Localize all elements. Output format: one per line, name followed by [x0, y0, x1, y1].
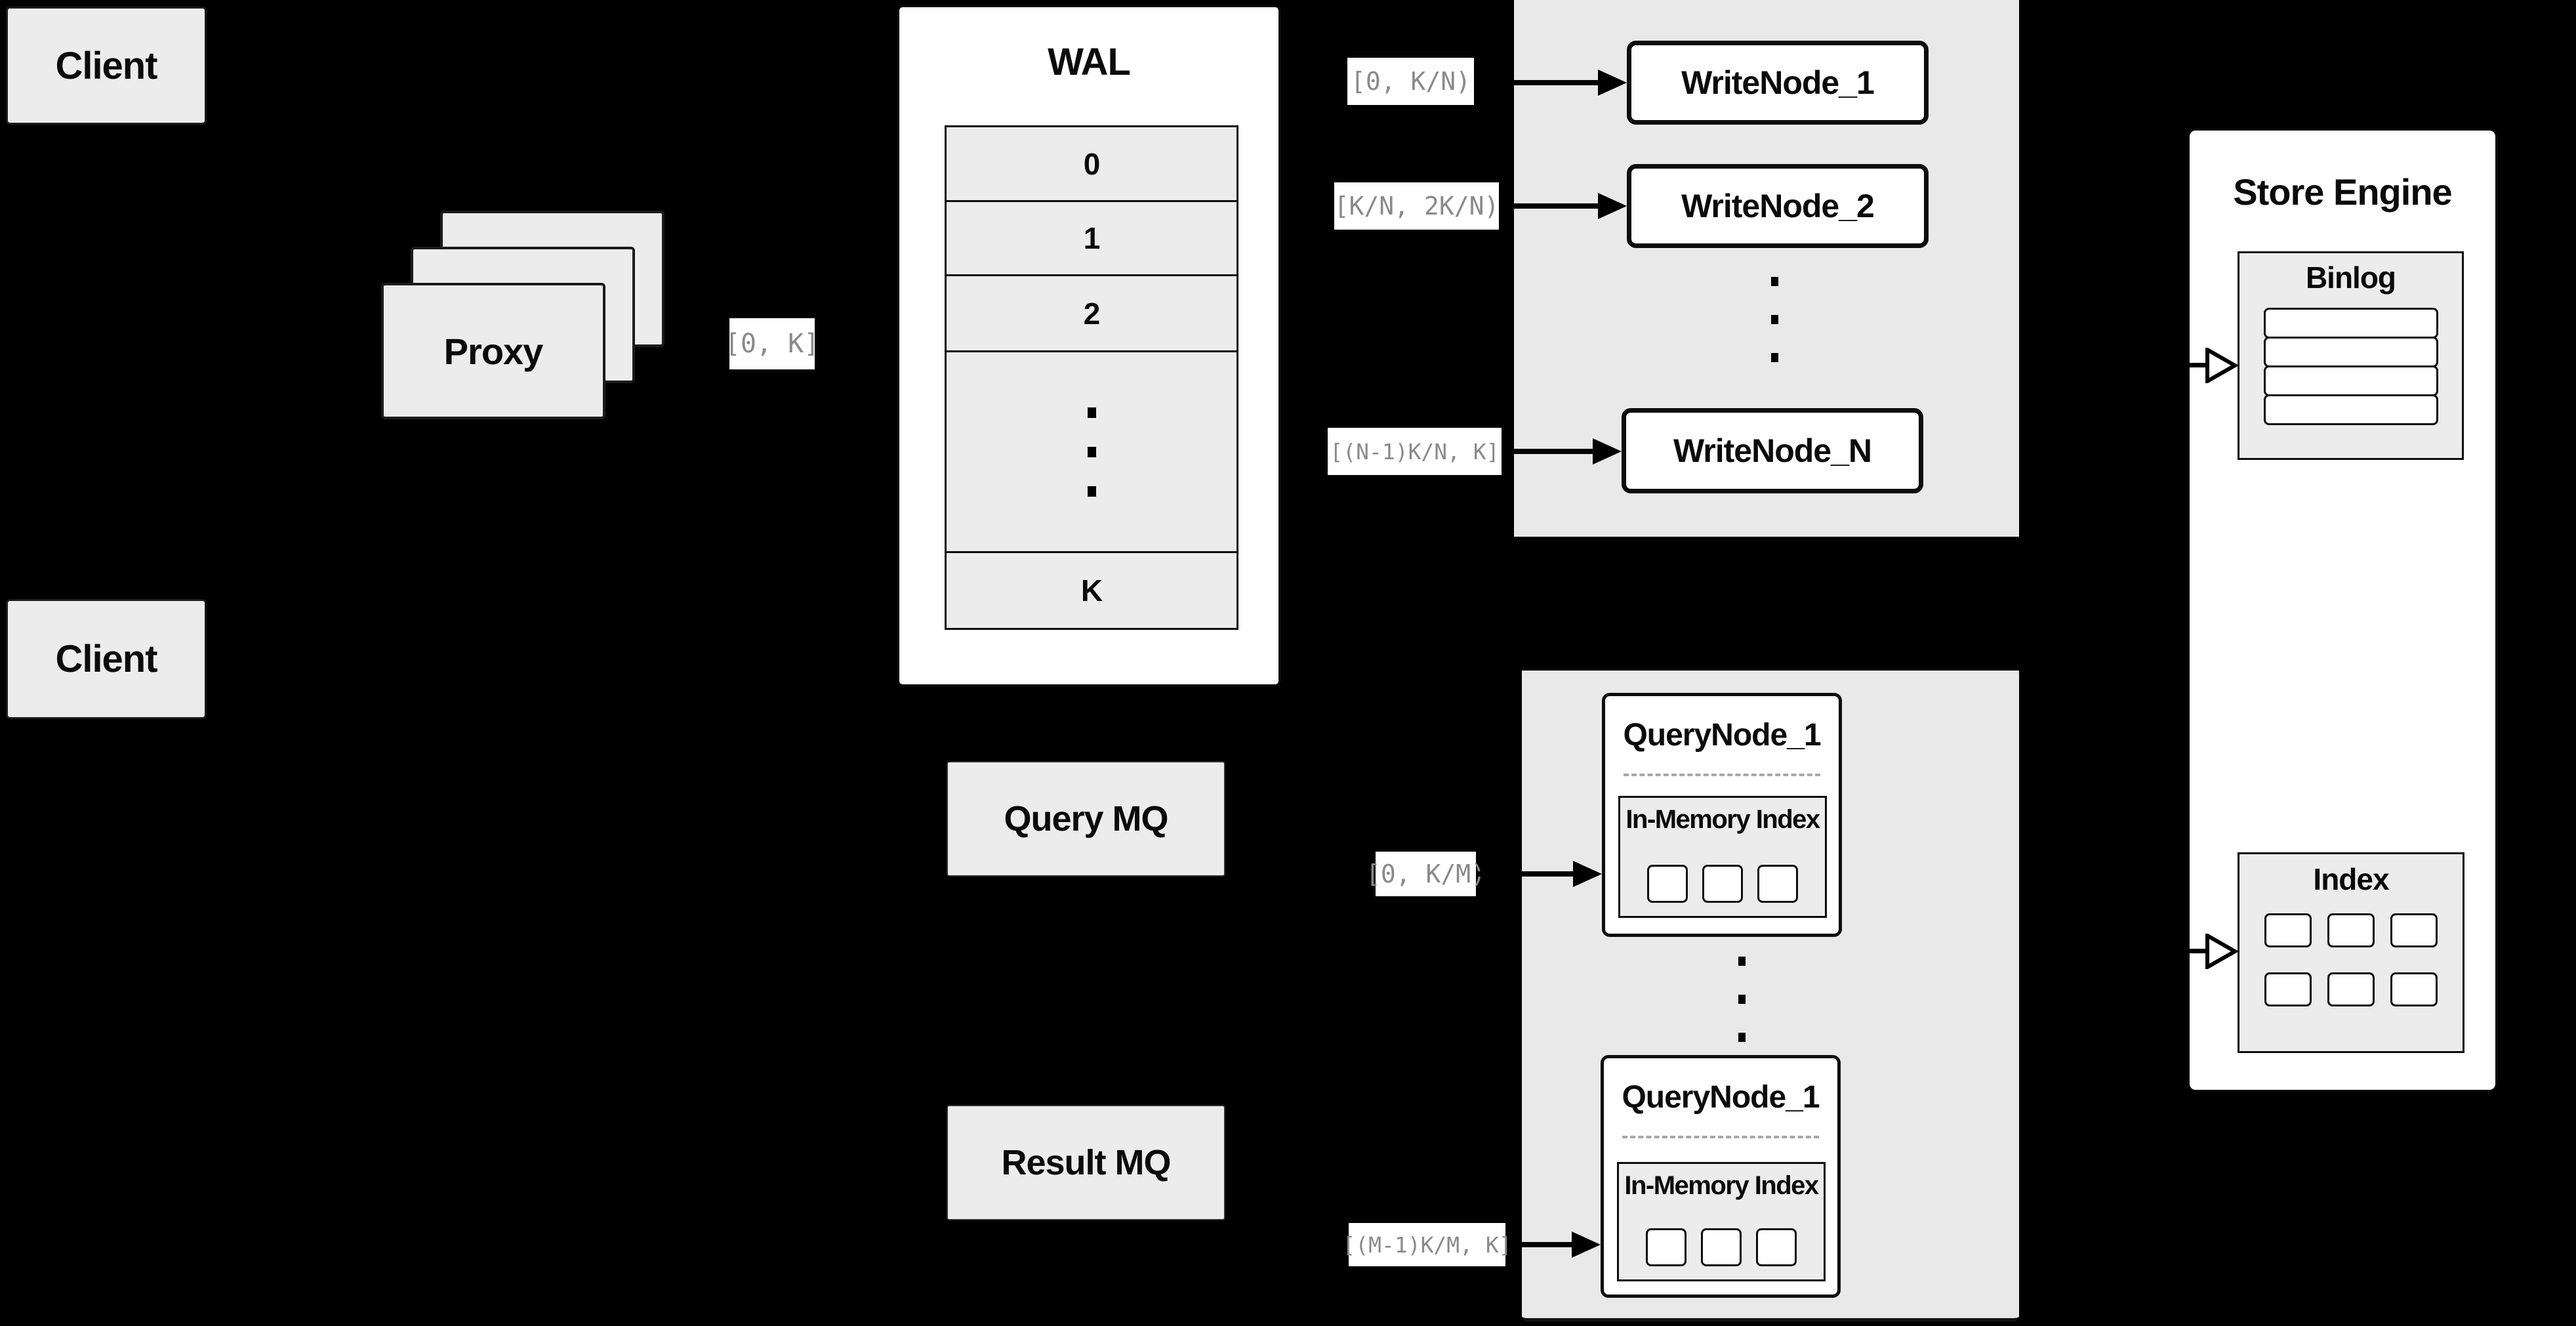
range-label-write-2: [K/N, 2K/N) — [1334, 182, 1499, 230]
binlog-box: Binlog — [2238, 251, 2464, 460]
in-memory-index-box-1: In-Memory Index — [1618, 796, 1827, 918]
segment-cell — [1646, 1228, 1687, 1266]
result-mq-label: Result MQ — [1001, 1143, 1171, 1182]
segment-cells — [1619, 1228, 1824, 1266]
arrow-line — [1501, 203, 1598, 209]
client-box-bottom: Client — [6, 599, 207, 719]
in-memory-index-box-2: In-Memory Index — [1617, 1162, 1826, 1281]
index-cell — [2390, 913, 2438, 947]
wal-row-0: 0 — [945, 125, 1238, 202]
segment-cell — [1757, 865, 1798, 903]
proxy-label: Proxy — [443, 330, 544, 372]
range-label-query-1: [0, K/M) — [1366, 852, 1486, 896]
arrow-line — [1503, 449, 1593, 454]
wal-row-1: 1 — [945, 200, 1238, 276]
segment-cell — [1701, 1228, 1742, 1266]
client-box-top: Client — [6, 7, 207, 125]
arrow-head-icon — [1572, 1232, 1601, 1258]
in-memory-index-title: In-Memory Index — [1624, 1171, 1819, 1200]
binlog-rows — [2239, 308, 2462, 425]
dashed-divider — [1622, 1136, 1819, 1138]
wal-box: WAL 0 1 2 K — [897, 5, 1280, 686]
binlog-row — [2263, 394, 2438, 425]
arrow-line — [2186, 363, 2208, 367]
client-label: Client — [55, 638, 157, 680]
wal-table: 0 1 2 K — [945, 125, 1238, 630]
store-engine-box: Store Engine Binlog Index — [2188, 129, 2497, 1092]
write-node-2-label: WriteNode_2 — [1681, 188, 1875, 224]
range-label-query-2: [(M-1)K/M, K] — [1342, 1223, 1512, 1266]
arrow-line — [1477, 871, 1573, 877]
query-node-1-title: QueryNode_1 — [1623, 717, 1821, 753]
index-cell — [2390, 972, 2438, 1006]
write-node-1-label: WriteNode_1 — [1681, 64, 1875, 101]
wal-row-2: 2 — [945, 274, 1238, 352]
segment-cell — [1756, 1228, 1797, 1266]
segment-cell — [1647, 865, 1688, 903]
index-cell — [2327, 913, 2375, 947]
open-arrow-index-icon — [2205, 934, 2238, 969]
write-node-2-box: WriteNode_2 — [1627, 164, 1929, 248]
wal-title: WAL — [1048, 40, 1131, 83]
query-cluster-container: QueryNode_1 In-Memory Index QueryNode_1 … — [1522, 671, 2019, 1321]
vertical-ellipsis-icon — [1771, 277, 1778, 362]
binlog-title: Binlog — [2305, 260, 2396, 295]
index-cell — [2264, 913, 2312, 947]
binlog-row — [2263, 337, 2438, 367]
arrow-line — [1507, 1242, 1572, 1247]
open-arrow-binlog-icon — [2205, 348, 2238, 383]
query-node-2-box: QueryNode_1 In-Memory Index — [1601, 1055, 1841, 1298]
query-node-2-title: QueryNode_1 — [1622, 1079, 1820, 1115]
in-memory-index-title: In-Memory Index — [1625, 804, 1820, 834]
proxy-card-front: Proxy — [381, 283, 605, 419]
arrow-head-icon — [1598, 193, 1627, 219]
vertical-ellipsis-icon — [1087, 407, 1096, 497]
query-mq-label: Query MQ — [1004, 799, 1168, 839]
result-mq-box: Result MQ — [947, 1105, 1225, 1220]
write-node-1-box: WriteNode_1 — [1627, 41, 1929, 125]
proxy-stack: Proxy — [381, 211, 664, 421]
binlog-row — [2263, 308, 2438, 339]
wal-row-ellipsis — [945, 350, 1238, 553]
segment-cell — [1702, 865, 1743, 903]
segment-cells — [1620, 865, 1825, 903]
write-node-n-box: WriteNode_N — [1622, 408, 1923, 493]
query-node-1-box: QueryNode_1 In-Memory Index — [1602, 693, 1842, 937]
index-title: Index — [2313, 862, 2389, 896]
arrow-head-icon — [1598, 70, 1627, 96]
index-box: Index — [2238, 852, 2464, 1053]
binlog-row — [2263, 365, 2438, 396]
dashed-divider — [1624, 774, 1820, 776]
index-cell — [2264, 972, 2312, 1006]
client-label: Client — [55, 44, 157, 87]
arrow-line — [1476, 80, 1598, 85]
query-mq-box: Query MQ — [947, 761, 1225, 877]
vertical-ellipsis-icon — [1738, 957, 1746, 1042]
arrow-head-icon — [1573, 861, 1602, 887]
index-row — [2239, 972, 2463, 1006]
arrow-head-icon — [1593, 438, 1622, 465]
range-label-write-n: [(N-1)K/N, K] — [1328, 428, 1502, 475]
index-row — [2239, 913, 2463, 947]
write-node-n-label: WriteNode_N — [1673, 432, 1872, 469]
index-cell — [2327, 972, 2375, 1006]
range-label-proxy-wal: [0, K] — [725, 318, 819, 369]
arrow-line — [2186, 949, 2208, 953]
wal-row-k: K — [945, 551, 1238, 630]
range-label-write-1: [0, K/N) — [1347, 58, 1474, 105]
store-engine-title: Store Engine — [2233, 171, 2452, 213]
